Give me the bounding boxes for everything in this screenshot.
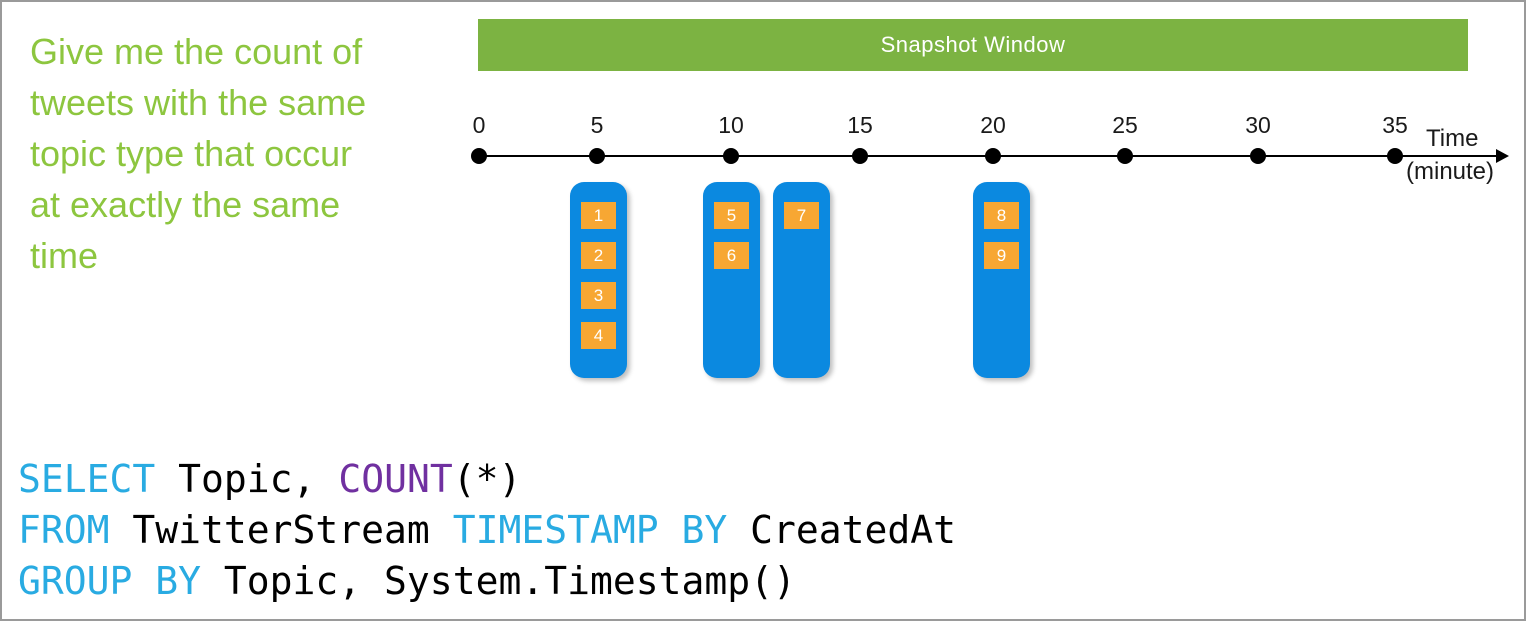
event-9: 9 <box>984 242 1019 269</box>
tick-label-15: 15 <box>847 112 873 138</box>
banner-label: Snapshot Window <box>880 32 1066 57</box>
event-2: 2 <box>581 242 616 269</box>
event-6: 6 <box>714 242 749 269</box>
snapshot-window-at-5: 1 2 3 4 <box>570 182 627 378</box>
event-4: 4 <box>581 322 616 349</box>
query-description-line-1: Give me the count of <box>30 31 363 72</box>
tick-label-20: 20 <box>980 112 1006 138</box>
timeline-arrowhead-icon <box>1496 149 1509 163</box>
sql-token: Topic, <box>155 457 339 501</box>
sql-token: TIMESTAMP BY <box>452 508 728 552</box>
tick-label-30: 30 <box>1245 112 1271 138</box>
query-description: Give me the count of tweets with the same… <box>30 26 450 281</box>
tick-label-10: 10 <box>718 112 744 138</box>
tick-dot-0 <box>471 148 487 164</box>
tick-dot-30 <box>1250 148 1266 164</box>
query-description-line-3: topic type that occur <box>30 133 353 174</box>
sql-token: SELECT <box>18 457 156 501</box>
sql-token: COUNT <box>338 457 453 501</box>
tick-dot-25 <box>1117 148 1133 164</box>
sql-line-2: FROM TwitterStream TIMESTAMP BY CreatedA… <box>18 505 956 556</box>
sql-token: Topic, System.Timestamp() <box>201 559 796 603</box>
snapshot-window-banner: Snapshot Window <box>478 19 1468 71</box>
event-8: 8 <box>984 202 1019 229</box>
tick-dot-35 <box>1387 148 1403 164</box>
query-description-line-4: at exactly the same <box>30 184 341 225</box>
sql-token: FROM <box>18 508 110 552</box>
event-5: 5 <box>714 202 749 229</box>
snapshot-window-at-12: 7 <box>773 182 830 378</box>
axis-label-time: Time <box>1426 125 1479 152</box>
event-3: 3 <box>581 282 616 309</box>
tick-label-35: 35 <box>1382 112 1408 138</box>
event-1: 1 <box>581 202 616 229</box>
tick-label-0: 0 <box>472 112 486 138</box>
sql-token: (*) <box>452 457 522 501</box>
axis-label-minute: (minute) <box>1406 158 1495 185</box>
query-description-line-2: tweets with the same <box>30 82 367 123</box>
tick-dot-20 <box>985 148 1001 164</box>
sql-token: TwitterStream <box>109 508 453 552</box>
tick-dot-10 <box>723 148 739 164</box>
query-description-line-5: time <box>30 235 99 276</box>
tick-dot-5 <box>589 148 605 164</box>
tick-label-25: 25 <box>1112 112 1138 138</box>
sql-line-1: SELECT Topic, COUNT(*) <box>18 454 956 505</box>
tick-dot-15 <box>852 148 868 164</box>
sql-query: SELECT Topic, COUNT(*)FROM TwitterStream… <box>18 454 956 607</box>
sql-token: GROUP BY <box>18 559 202 603</box>
sql-token: CreatedAt <box>727 508 957 552</box>
tick-label-5: 5 <box>590 112 604 138</box>
sql-line-3: GROUP BY Topic, System.Timestamp() <box>18 556 956 607</box>
event-7: 7 <box>784 202 819 229</box>
